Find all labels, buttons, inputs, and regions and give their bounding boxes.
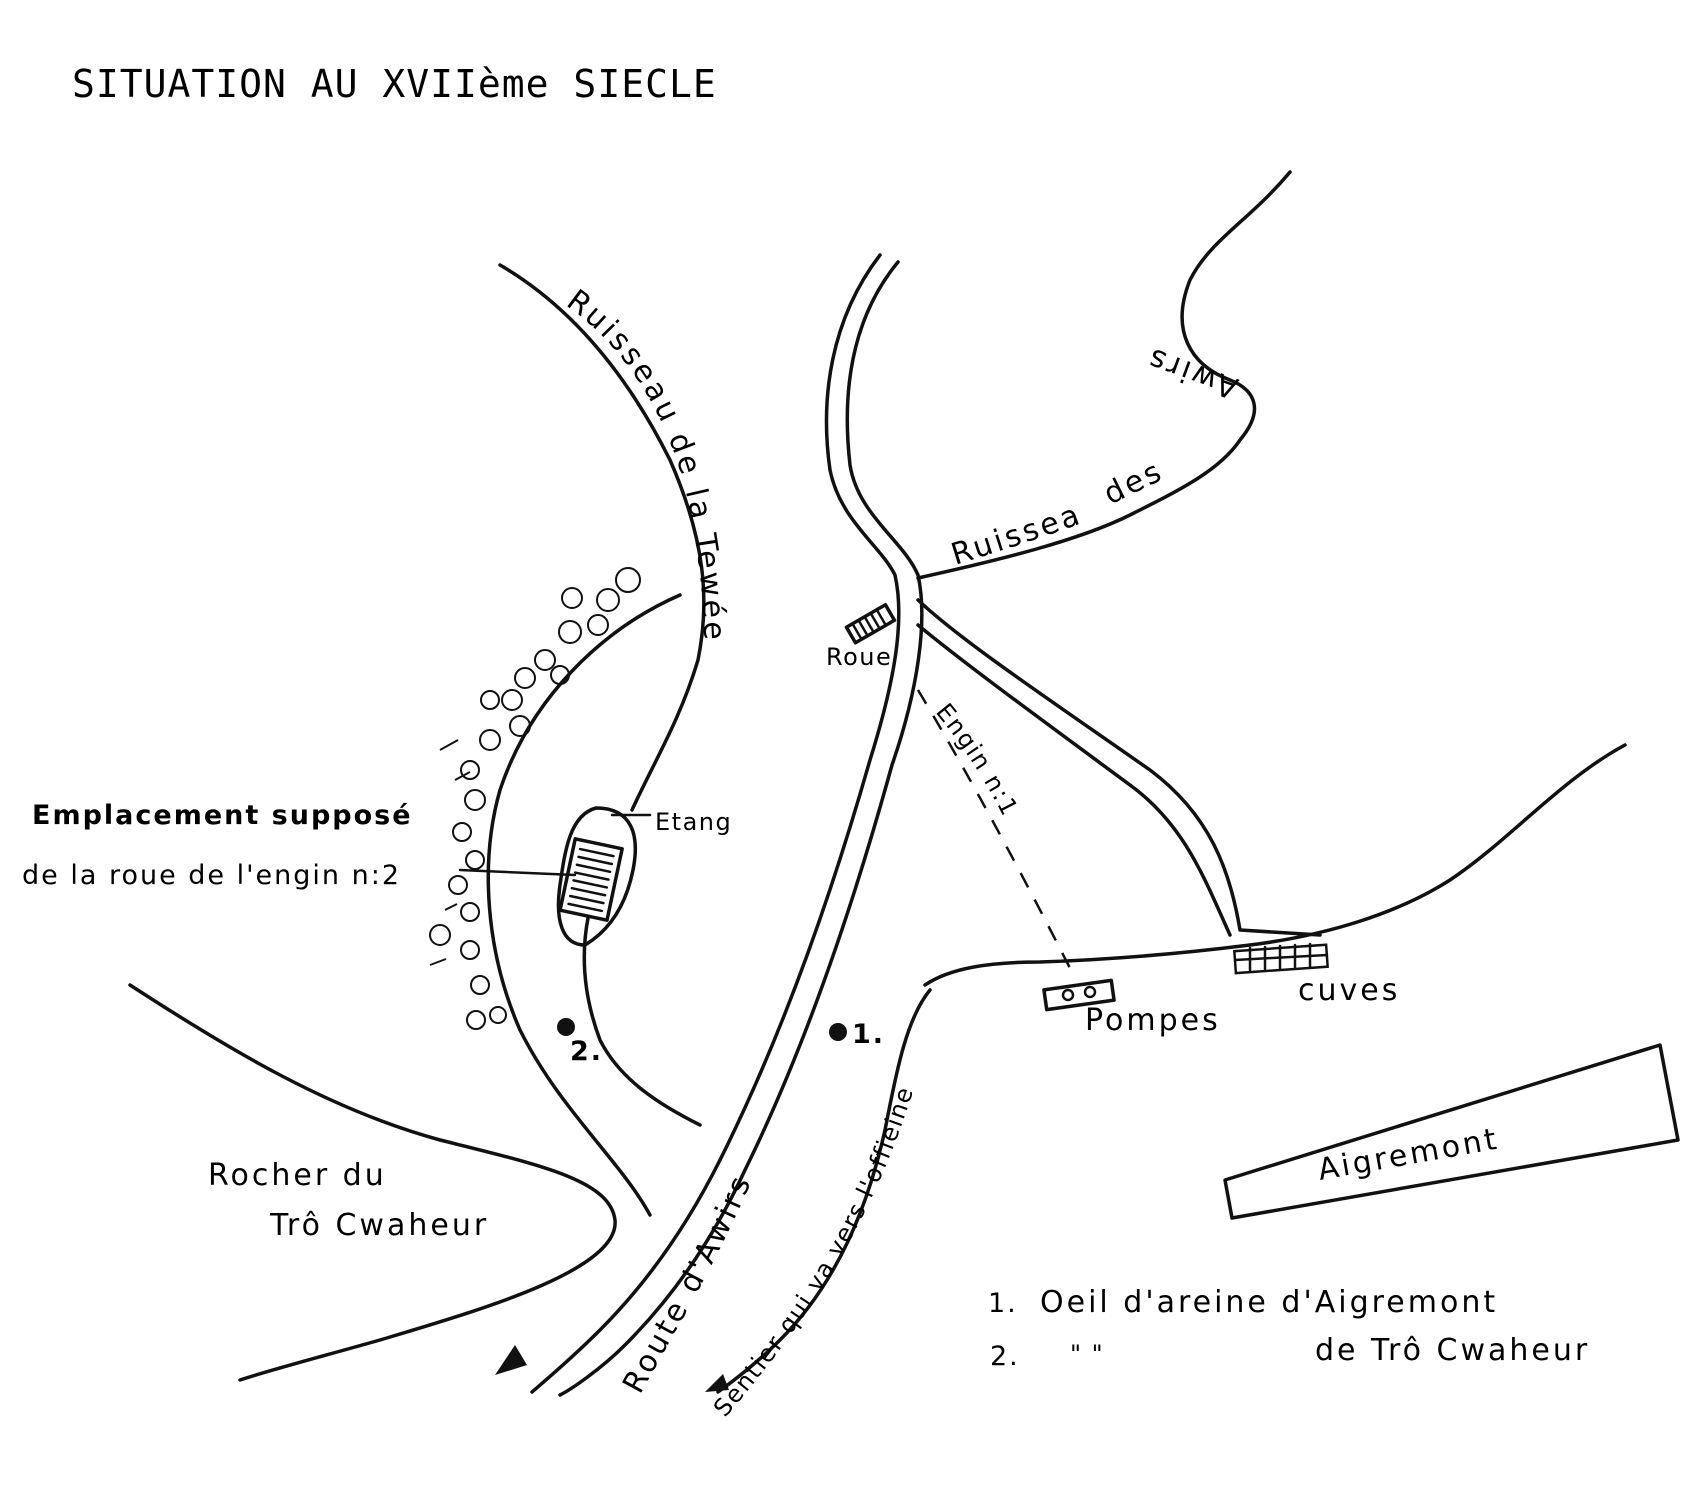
label-route-awirs: Route d'Awirs: [616, 1169, 759, 1399]
engin-1-line: [916, 689, 1077, 979]
legend: 1. Oeil d'areine d'Aigremont 2. " " de T…: [988, 1285, 1590, 1372]
label-emplacement-2: de la roue de l'engin n:2: [22, 860, 401, 891]
etang-pond: [556, 806, 638, 947]
east-road-edge-top: [916, 598, 1322, 937]
aigremont-castle: [1223, 1043, 1680, 1220]
east-road-edge-bottom: [916, 623, 1232, 937]
route-awirs-edge-right: [558, 260, 924, 1397]
tewee-stream: [498, 263, 706, 812]
route-awirs-edge-left: [530, 253, 901, 1394]
label-aigremont: Aigremont: [1315, 1122, 1502, 1188]
route-arrow: [495, 1345, 527, 1375]
oeil-1-marker: [829, 1023, 847, 1041]
tewee-stream-lower: [582, 916, 702, 1127]
ruisseau-des-awirs: [916, 170, 1292, 580]
pump-b: [1083, 985, 1097, 999]
rock-ridge-line: [486, 593, 682, 1217]
label-rocher-1: Rocher du: [208, 1158, 387, 1193]
trees-cluster: [429, 567, 641, 1030]
waterwheel-1-symbol: [844, 602, 897, 645]
pompes-symbol: [1042, 978, 1116, 1012]
legend-item-1-num: 1.: [988, 1288, 1018, 1319]
sentier-path: [716, 988, 932, 1394]
main-stream-east: [923, 743, 1627, 987]
label-roue: Roue: [826, 643, 892, 671]
waterwheel-1-slats: [852, 610, 887, 639]
label-engin-1: Engin n:1: [930, 698, 1024, 821]
legend-item-2-ditto: " ": [1070, 1340, 1104, 1368]
map-title: SITUATION AU XVIIème SIECLE: [72, 62, 717, 106]
pump-a: [1061, 988, 1075, 1002]
rocher-outline: [128, 983, 617, 1382]
label-etang: Etang: [655, 808, 732, 836]
label-ruisseau-awirs-2: des: [1098, 453, 1169, 512]
legend-item-2-num: 2.: [990, 1341, 1020, 1372]
legend-item-2-text: de Trô Cwaheur: [1315, 1333, 1590, 1368]
label-mark-2: 2.: [570, 1036, 603, 1067]
cuves-symbol: [1233, 942, 1329, 975]
waterwheel-2-slats: [567, 847, 615, 913]
label-pompes: Pompes: [1085, 1003, 1221, 1038]
legend-item-1-text: Oeil d'areine d'Aigremont: [1040, 1285, 1498, 1320]
label-cuves: cuves: [1298, 973, 1400, 1008]
label-rocher-2: Trô Cwaheur: [269, 1208, 489, 1243]
label-emplacement-1: Emplacement supposé: [32, 800, 413, 831]
label-sentier: Sentier qui va vers l'offieine: [708, 1083, 919, 1422]
label-mark-1: 1.: [852, 1019, 885, 1050]
emplacement-leader: [458, 868, 577, 877]
sentier-arrow: [705, 1374, 729, 1392]
oeil-2-marker: [557, 1018, 575, 1036]
